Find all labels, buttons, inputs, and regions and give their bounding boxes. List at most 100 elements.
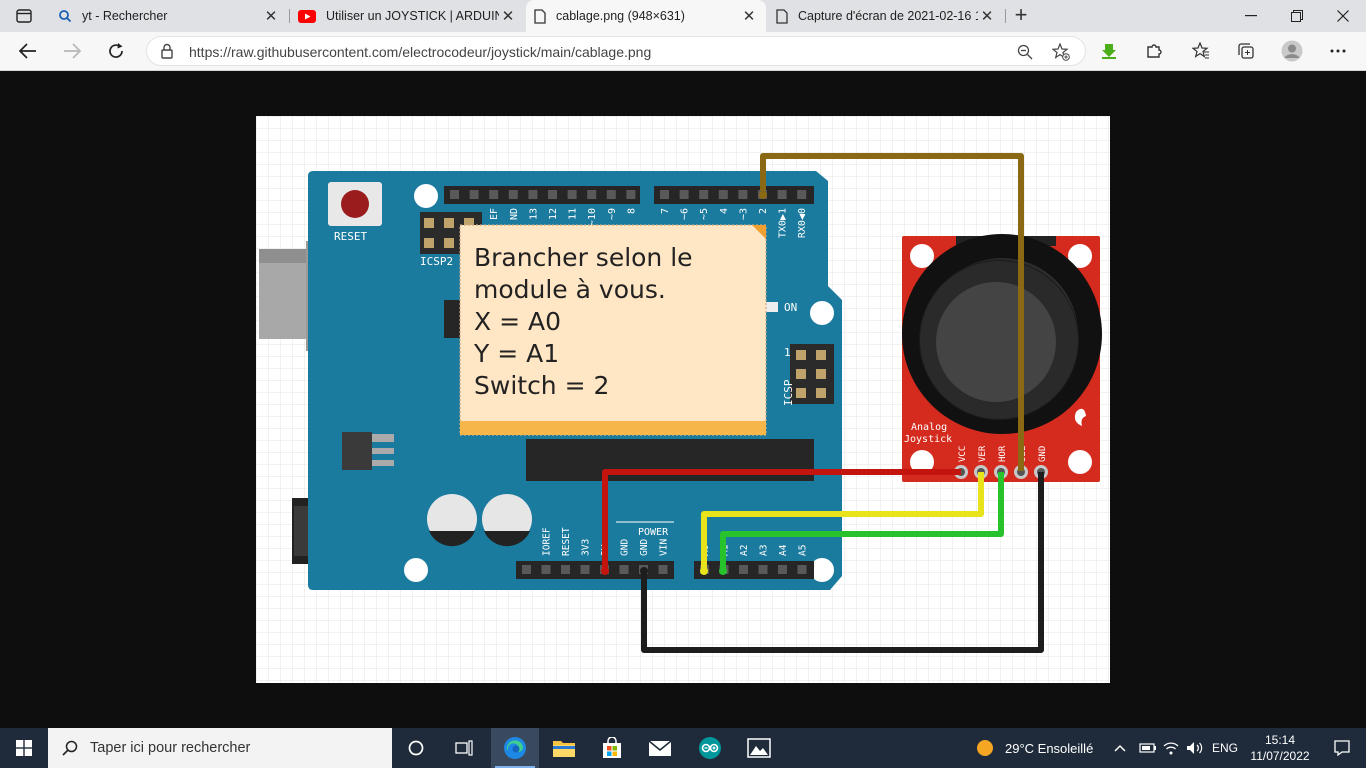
clock[interactable]: 15:14 11/07/2022 (1240, 732, 1320, 764)
network-button[interactable] (1163, 728, 1179, 768)
close-window-button[interactable] (1320, 0, 1366, 32)
header-pin (587, 190, 597, 199)
download-extension-button[interactable] (1095, 38, 1123, 64)
url-text[interactable]: https://raw.githubusercontent.com/electr… (189, 44, 652, 60)
icsp-label: ICSP (782, 379, 795, 406)
task-view-button[interactable] (440, 728, 488, 768)
analog-pin-label: A5 (798, 545, 809, 556)
taskbar-arduino[interactable] (686, 728, 734, 768)
address-bar[interactable]: https://raw.githubusercontent.com/electr… (146, 36, 1086, 66)
note-line-1: Brancher selon le (474, 243, 693, 272)
analog-pin-label: A3 (759, 545, 770, 556)
show-hidden-icons-button[interactable] (1114, 728, 1126, 768)
settings-menu-button[interactable] (1324, 38, 1352, 64)
crystal (444, 300, 462, 338)
digital-pin-label: EF (489, 208, 500, 220)
taskbar-store[interactable] (588, 728, 636, 768)
close-icon (1337, 10, 1349, 22)
header-pin (797, 565, 807, 574)
taskbar-photos[interactable] (735, 728, 783, 768)
arduino-ide-icon (699, 737, 721, 759)
bottom-pin-row (522, 565, 807, 574)
header-pin (699, 190, 709, 199)
taskbar-mail[interactable] (636, 728, 684, 768)
extensions-button[interactable] (1140, 38, 1168, 64)
favorites-button[interactable] (1187, 38, 1215, 64)
forward-button[interactable] (57, 37, 87, 65)
taskbar-edge[interactable] (491, 728, 539, 768)
refresh-button[interactable] (101, 37, 131, 65)
on-label: ON (784, 301, 797, 314)
header-pin (522, 565, 531, 574)
minimize-button[interactable] (1228, 0, 1274, 32)
tab-youtube[interactable]: Utiliser un JOYSTICK | ARDUINO ✕ (290, 0, 525, 32)
header-pin (561, 565, 570, 574)
wire-end (719, 567, 727, 575)
refresh-icon (109, 43, 123, 58)
tab-strip: yt - Rechercher ✕ Utiliser un JOYSTICK |… (0, 0, 1366, 32)
store-bag-icon (603, 737, 621, 758)
puzzle-icon (1147, 44, 1162, 58)
tab-actions-button[interactable] (6, 4, 42, 28)
analog-pin-label: A4 (778, 544, 789, 556)
digital-pin-label: ~10 (587, 208, 598, 226)
digital-pin-label: 4 (719, 208, 730, 214)
lock-icon[interactable] (161, 43, 173, 59)
note-line-3: X = A0 (474, 307, 561, 336)
collections-button[interactable] (1232, 38, 1260, 64)
task-view-icon (455, 740, 473, 756)
cortana-button[interactable] (392, 728, 440, 768)
tab-cablage[interactable]: cablage.png (948×631) ✕ (526, 0, 766, 32)
header-pin (739, 565, 748, 574)
close-icon[interactable]: ✕ (742, 8, 756, 25)
download-arrow-icon (1102, 44, 1116, 59)
tab-capture[interactable]: Capture d'écran de 2021-02-16 1 ✕ (768, 0, 1004, 32)
weather-widget[interactable]: 29°C Ensoleillé (976, 728, 1093, 768)
tab-title: Capture d'écran de 2021-02-16 1 (798, 9, 978, 23)
add-favorite-button[interactable] (1051, 42, 1071, 62)
digital-pin-label: 13 (528, 208, 539, 220)
taskbar-file-explorer[interactable] (540, 728, 588, 768)
new-tab-button[interactable]: + (1014, 2, 1028, 27)
clock-time: 15:14 (1264, 733, 1296, 747)
start-button[interactable] (0, 728, 48, 768)
restore-icon (1291, 10, 1303, 22)
close-icon[interactable]: ✕ (264, 8, 278, 25)
power-pin-label: VIN (659, 539, 670, 556)
notifications-button[interactable] (1318, 728, 1366, 768)
tab-search[interactable]: yt - Rechercher ✕ (50, 0, 288, 32)
power-jack-front (294, 506, 310, 556)
power-header (516, 561, 674, 579)
photos-icon (747, 738, 771, 758)
input-language-button[interactable]: ENG (1212, 728, 1238, 768)
language-text: ENG (1212, 741, 1239, 755)
tab-title: yt - Rechercher (82, 9, 168, 23)
note-line-4: Y = A1 (473, 339, 559, 368)
digital-header-right (654, 186, 814, 204)
volume-button[interactable] (1186, 728, 1204, 768)
battery-button[interactable] (1139, 728, 1157, 768)
digital-pin-label: TX0▶1 (778, 208, 789, 238)
reset-button-cap (341, 190, 369, 218)
digital-pin-label: ND (509, 208, 520, 220)
volume-icon (1187, 742, 1203, 754)
search-icon (62, 740, 78, 756)
close-icon[interactable]: ✕ (501, 8, 515, 25)
header-pin (606, 190, 616, 199)
zoom-out-button[interactable] (1015, 42, 1035, 62)
wire-gnd (641, 472, 1044, 653)
joystick-label-line2: Joystick (904, 434, 952, 445)
taskbar-search-box[interactable]: Taper ici pour rechercher (48, 728, 392, 768)
wire-ver (701, 472, 984, 571)
clock-date: 11/07/2022 (1250, 749, 1310, 763)
taskbar-search-placeholder: Taper ici pour rechercher (90, 740, 251, 756)
chevron-up-icon (1114, 744, 1126, 752)
header-pin (489, 190, 499, 199)
analog-pin-label: A2 (739, 545, 750, 556)
tab-separator (289, 9, 290, 23)
back-button[interactable] (13, 37, 43, 65)
close-icon[interactable]: ✕ (980, 8, 994, 25)
restore-button[interactable] (1274, 0, 1320, 32)
profile-button[interactable] (1278, 38, 1306, 64)
